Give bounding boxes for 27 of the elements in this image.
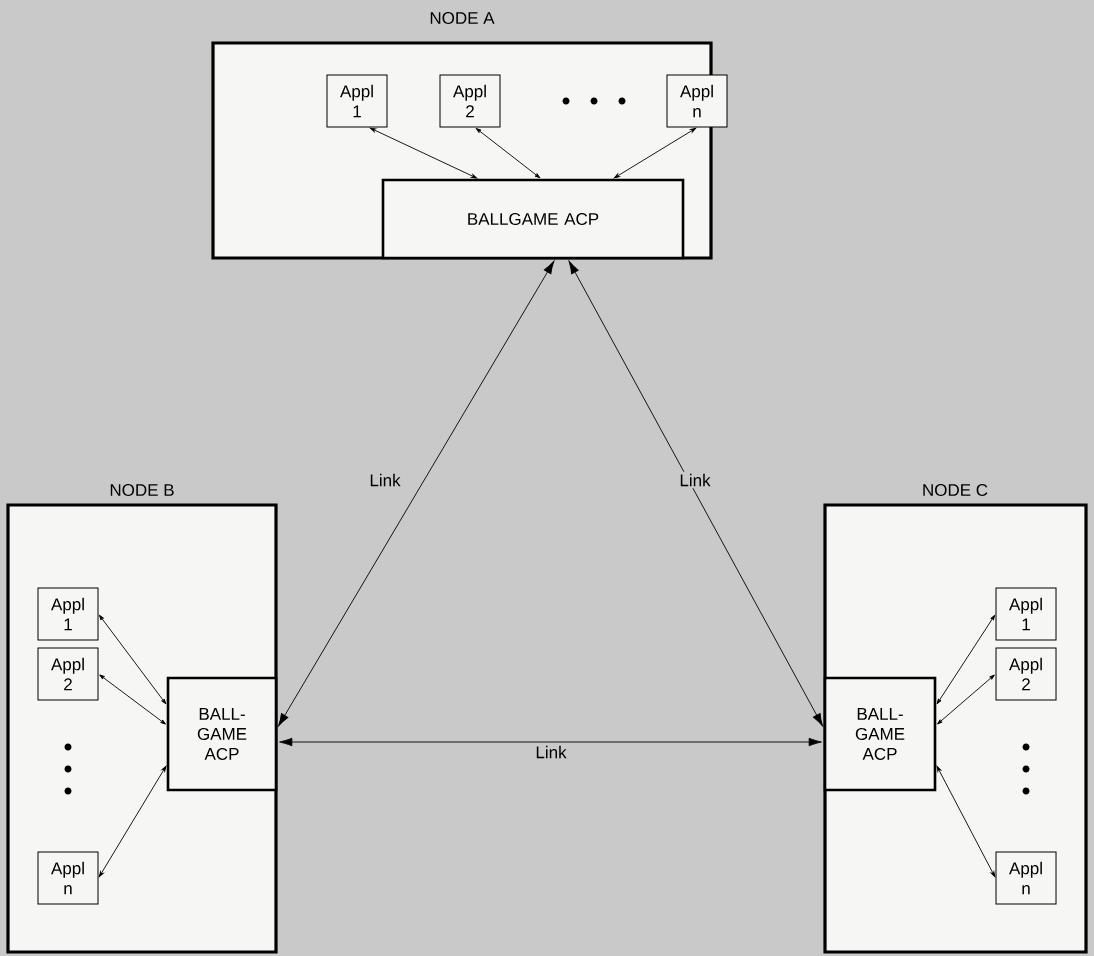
arrow xyxy=(98,765,167,878)
application-box: Appl 1 xyxy=(326,74,388,128)
application-box: Appl 2 xyxy=(37,647,99,701)
arrow xyxy=(568,260,824,727)
application-box: Appl 1 xyxy=(37,587,99,641)
acp-box: BALL- GAME ACP xyxy=(166,676,278,792)
node-heading: NODE C xyxy=(923,484,988,497)
node-heading: NODE A xyxy=(430,12,495,25)
arrow xyxy=(279,737,822,747)
arrow xyxy=(278,260,555,727)
arrow xyxy=(613,127,697,179)
application-box: Appl n xyxy=(995,851,1057,905)
application-box: Appl 1 xyxy=(995,587,1057,641)
application-box: Appl 2 xyxy=(439,74,501,128)
arrow xyxy=(936,765,996,878)
application-box: Appl 2 xyxy=(995,647,1057,701)
application-box: Appl n xyxy=(37,851,99,905)
arrow xyxy=(98,614,167,705)
arrow xyxy=(99,674,166,725)
arrow xyxy=(369,127,478,179)
arrow xyxy=(937,674,995,725)
application-box: Appl n xyxy=(666,74,728,128)
acp-box: BALLGAME ACP xyxy=(381,178,685,260)
arrow xyxy=(936,614,996,705)
acp-box: BALL- GAME ACP xyxy=(823,676,937,792)
arrow xyxy=(475,128,541,179)
node-heading: NODE B xyxy=(110,484,174,497)
